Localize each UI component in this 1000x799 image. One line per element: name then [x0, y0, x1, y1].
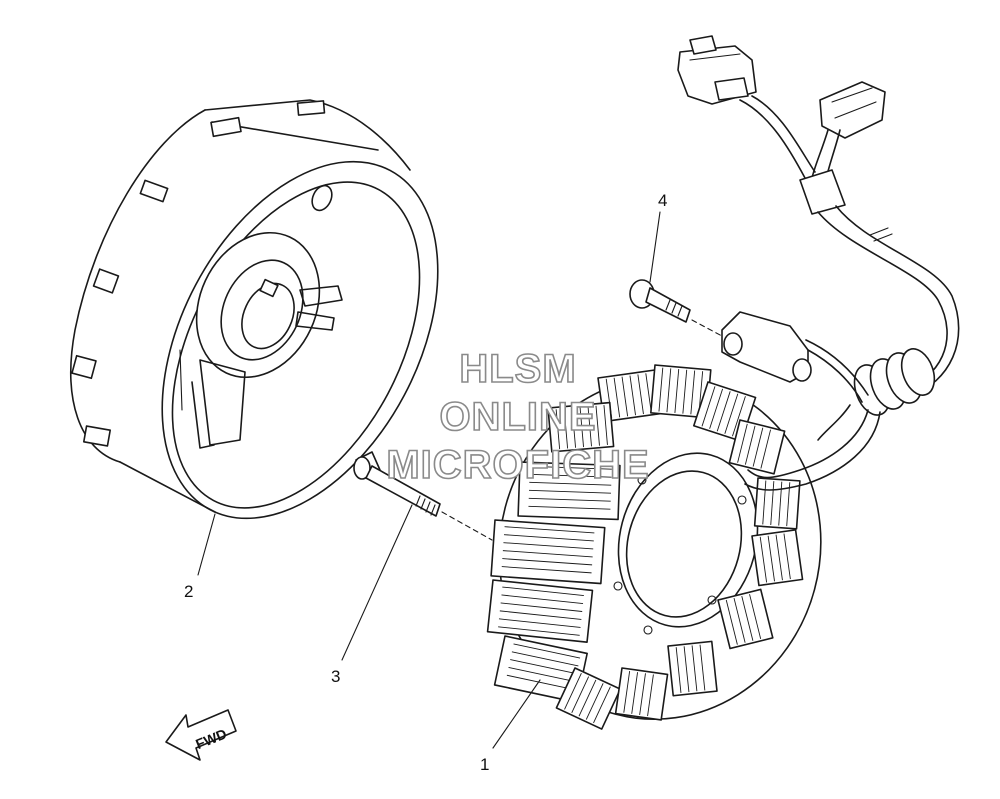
harness-coil-sleeve — [853, 348, 936, 416]
watermark-line-1: HLSM — [459, 347, 576, 391]
harness-connector-a — [677, 35, 757, 105]
harness-connector-b — [819, 81, 886, 139]
rotor-assembly[interactable] — [70, 99, 495, 565]
wire-harness[interactable] — [677, 35, 960, 491]
rotor-magnet-tabs — [71, 100, 326, 447]
watermark: HLSM ONLINE MICROFICHE — [386, 346, 650, 488]
stator-assembly[interactable] — [461, 340, 859, 755]
screw-part-4[interactable] — [629, 279, 723, 337]
stator-windings — [486, 364, 804, 730]
callout-1: 1 — [480, 755, 489, 774]
bolt-part-3[interactable] — [353, 451, 493, 541]
callout-2: 2 — [184, 582, 193, 601]
callout-4: 4 — [658, 191, 667, 210]
watermark-line-2: ONLINE — [439, 395, 596, 439]
harness-clamp — [721, 311, 869, 403]
fwd-direction-arrow: FWD — [165, 709, 237, 761]
callout-3: 3 — [331, 667, 340, 686]
watermark-line-3: MICROFICHE — [386, 443, 649, 487]
callout-leaders — [197, 211, 661, 749]
